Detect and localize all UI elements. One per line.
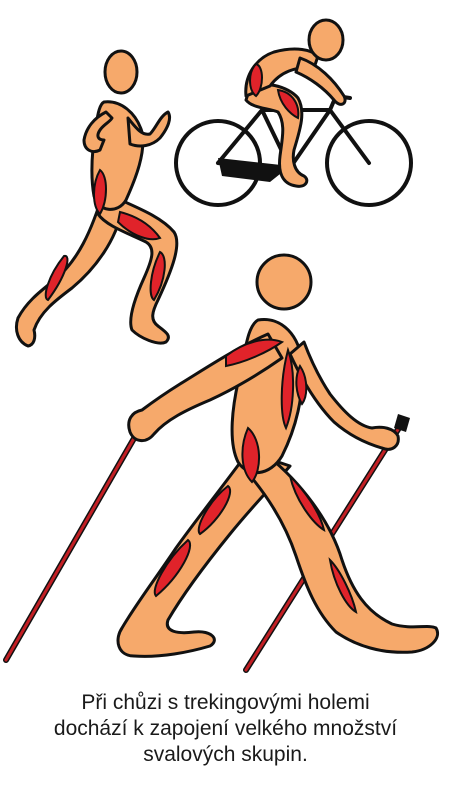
cyclist-muscle-glute: [250, 64, 262, 96]
caption-line-3: svalových skupin.: [0, 742, 451, 768]
cyclist-figure: [176, 20, 411, 205]
runner-head: [105, 51, 137, 93]
activity-illustration: .sk { fill: #f6a96b; stroke: #111; strok…: [0, 0, 451, 686]
nordic-walker-figure: [6, 255, 438, 670]
walker-front-leg: [252, 456, 438, 652]
walker-head: [257, 255, 311, 309]
runner-figure: [16, 51, 176, 346]
cyclist-head: [309, 20, 343, 60]
cyclist-arm: [296, 58, 345, 104]
caption: Při chůzi s trekingovými holemi dochází …: [0, 690, 451, 768]
caption-line-1: Při chůzi s trekingovými holemi: [0, 690, 451, 716]
caption-line-2: dochází k zapojení velkého množství: [0, 716, 451, 742]
